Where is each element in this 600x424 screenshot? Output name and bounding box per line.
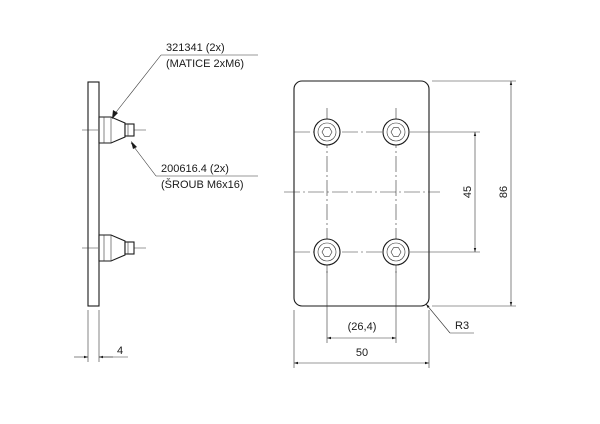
front-view [284, 80, 440, 307]
dimension-width-value: 50 [356, 347, 368, 359]
hole-top-right [382, 118, 410, 146]
callout-screw: 200616.4 (2x) (ŠROUB M6x16) [130, 141, 258, 191]
callout-nut: 321341 (2x) (MATICE 2xM6) [112, 42, 258, 119]
dimension-hole-spacing-y-value: 45 [462, 186, 474, 198]
dimension-hole-spacing-x-value: (26,4) [348, 321, 377, 333]
side-nut-top [98, 116, 135, 144]
dimension-hole-spacing-x: (26,4) [326, 268, 397, 343]
callout-screw-part-number: 200616.4 (2x) [161, 163, 229, 175]
dimension-thickness-value: 4 [117, 345, 123, 357]
dimension-width: 50 [293, 310, 430, 368]
dimension-radius: R3 [425, 303, 474, 334]
hole-bottom-left [313, 238, 341, 266]
callout-nut-description: (MATICE 2xM6) [166, 58, 244, 70]
callout-nut-part-number: 321341 (2x) [166, 42, 225, 54]
dimension-height: 86 [432, 80, 516, 307]
side-view-plate [87, 81, 100, 307]
dimension-radius-value: R3 [455, 320, 469, 332]
side-nut-bottom [98, 234, 135, 262]
dimension-height-value: 86 [498, 186, 510, 198]
dimension-thickness: 4 [74, 310, 128, 362]
hole-top-left [313, 118, 341, 146]
dimension-hole-spacing-y: 45 [410, 131, 480, 253]
front-view-plate [293, 80, 430, 307]
side-view: 4 [74, 81, 148, 362]
callout-screw-description: (ŠROUB M6x16) [161, 178, 244, 191]
hole-bottom-right [382, 238, 410, 266]
